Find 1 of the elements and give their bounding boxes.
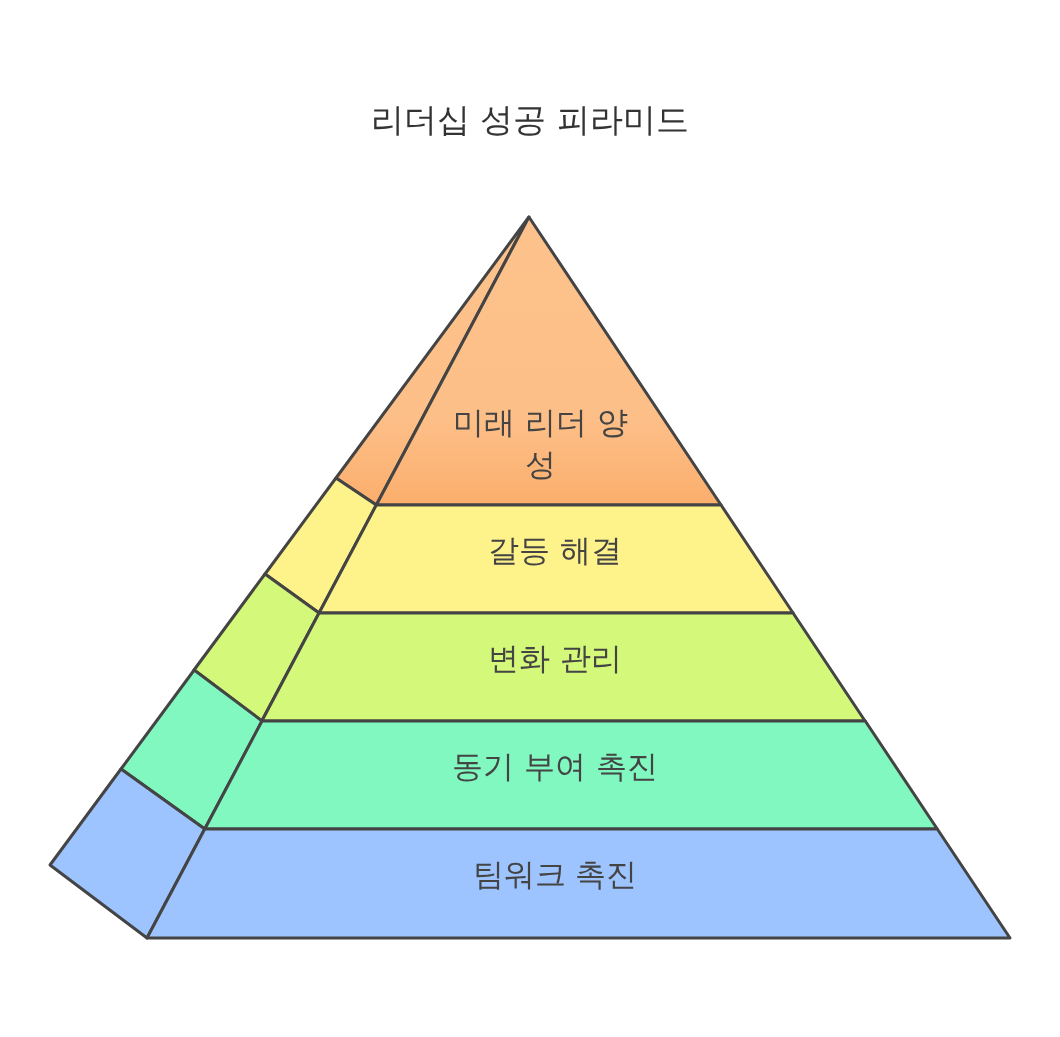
- diagram-title: 리더십 성공 피라미드: [370, 99, 690, 141]
